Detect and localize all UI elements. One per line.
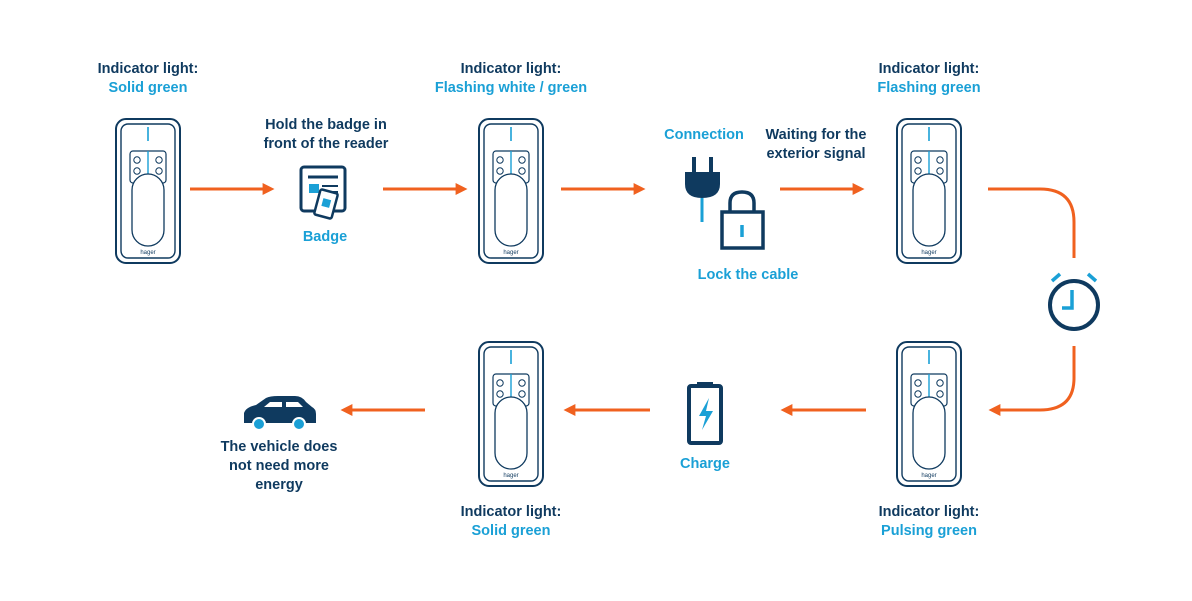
charger-brand: hager: [503, 473, 518, 479]
alarm-clock-icon: [1048, 272, 1100, 331]
car-icon: [244, 396, 316, 431]
indicator-heading: Indicator light:: [878, 61, 980, 77]
charger-brand: hager: [921, 473, 936, 479]
charger-1: hager: [115, 118, 181, 264]
padlock-icon: [720, 190, 765, 250]
step-5-label: Indicator light: Solid green: [441, 503, 581, 541]
step-1-label: Indicator light: Solid green: [78, 60, 218, 98]
charger-5: hager: [478, 341, 544, 487]
badge-instruction-line-1: Hold the badge in: [265, 117, 387, 133]
curved-connector-bottom: [988, 346, 1076, 416]
indicator-state: Flashing green: [877, 80, 981, 96]
vehicle-line-2: not need more: [229, 458, 329, 474]
curved-connector-top: [988, 187, 1076, 258]
step-2-label: Indicator light: Flashing white / green: [411, 60, 611, 98]
charger-brand: hager: [503, 250, 518, 256]
waiting-label: Waiting for the exterior signal: [750, 126, 882, 164]
charger-2: hager: [478, 118, 544, 264]
step-4-label: Indicator light: Pulsing green: [859, 503, 999, 541]
vehicle-line-1: The vehicle does: [220, 439, 338, 455]
indicator-heading: Indicator light:: [460, 61, 562, 77]
charger-3: hager: [896, 118, 962, 264]
badge-icon: [299, 165, 347, 220]
indicator-state: Flashing white / green: [434, 80, 588, 96]
charger-brand: hager: [140, 250, 155, 256]
lock-cable-caption: Lock the cable: [697, 267, 799, 283]
charge-caption: Charge: [680, 456, 730, 472]
waiting-line-2: exterior signal: [766, 146, 866, 162]
indicator-heading: Indicator light:: [878, 504, 980, 520]
vehicle-label: The vehicle does not need more energy: [204, 438, 354, 495]
plug-icon: [685, 157, 720, 222]
indicator-state: Solid green: [471, 523, 551, 539]
badge-caption: Badge: [302, 229, 348, 245]
connection-title: Connection: [664, 127, 744, 143]
waiting-line-1: Waiting for the: [765, 127, 867, 143]
step-3-label: Indicator light: Flashing green: [859, 60, 999, 98]
indicator-state: Pulsing green: [881, 523, 977, 539]
badge-instruction-line-2: front of the reader: [263, 136, 389, 152]
charger-brand: hager: [921, 250, 936, 256]
badge-instruction: Hold the badge in front of the reader: [246, 116, 406, 154]
indicator-heading: Indicator light:: [97, 61, 199, 77]
charger-4: hager: [896, 341, 962, 487]
vehicle-line-3: energy: [255, 477, 303, 493]
indicator-state: Solid green: [108, 80, 188, 96]
battery-charging-icon: [687, 382, 723, 445]
indicator-heading: Indicator light:: [460, 504, 562, 520]
